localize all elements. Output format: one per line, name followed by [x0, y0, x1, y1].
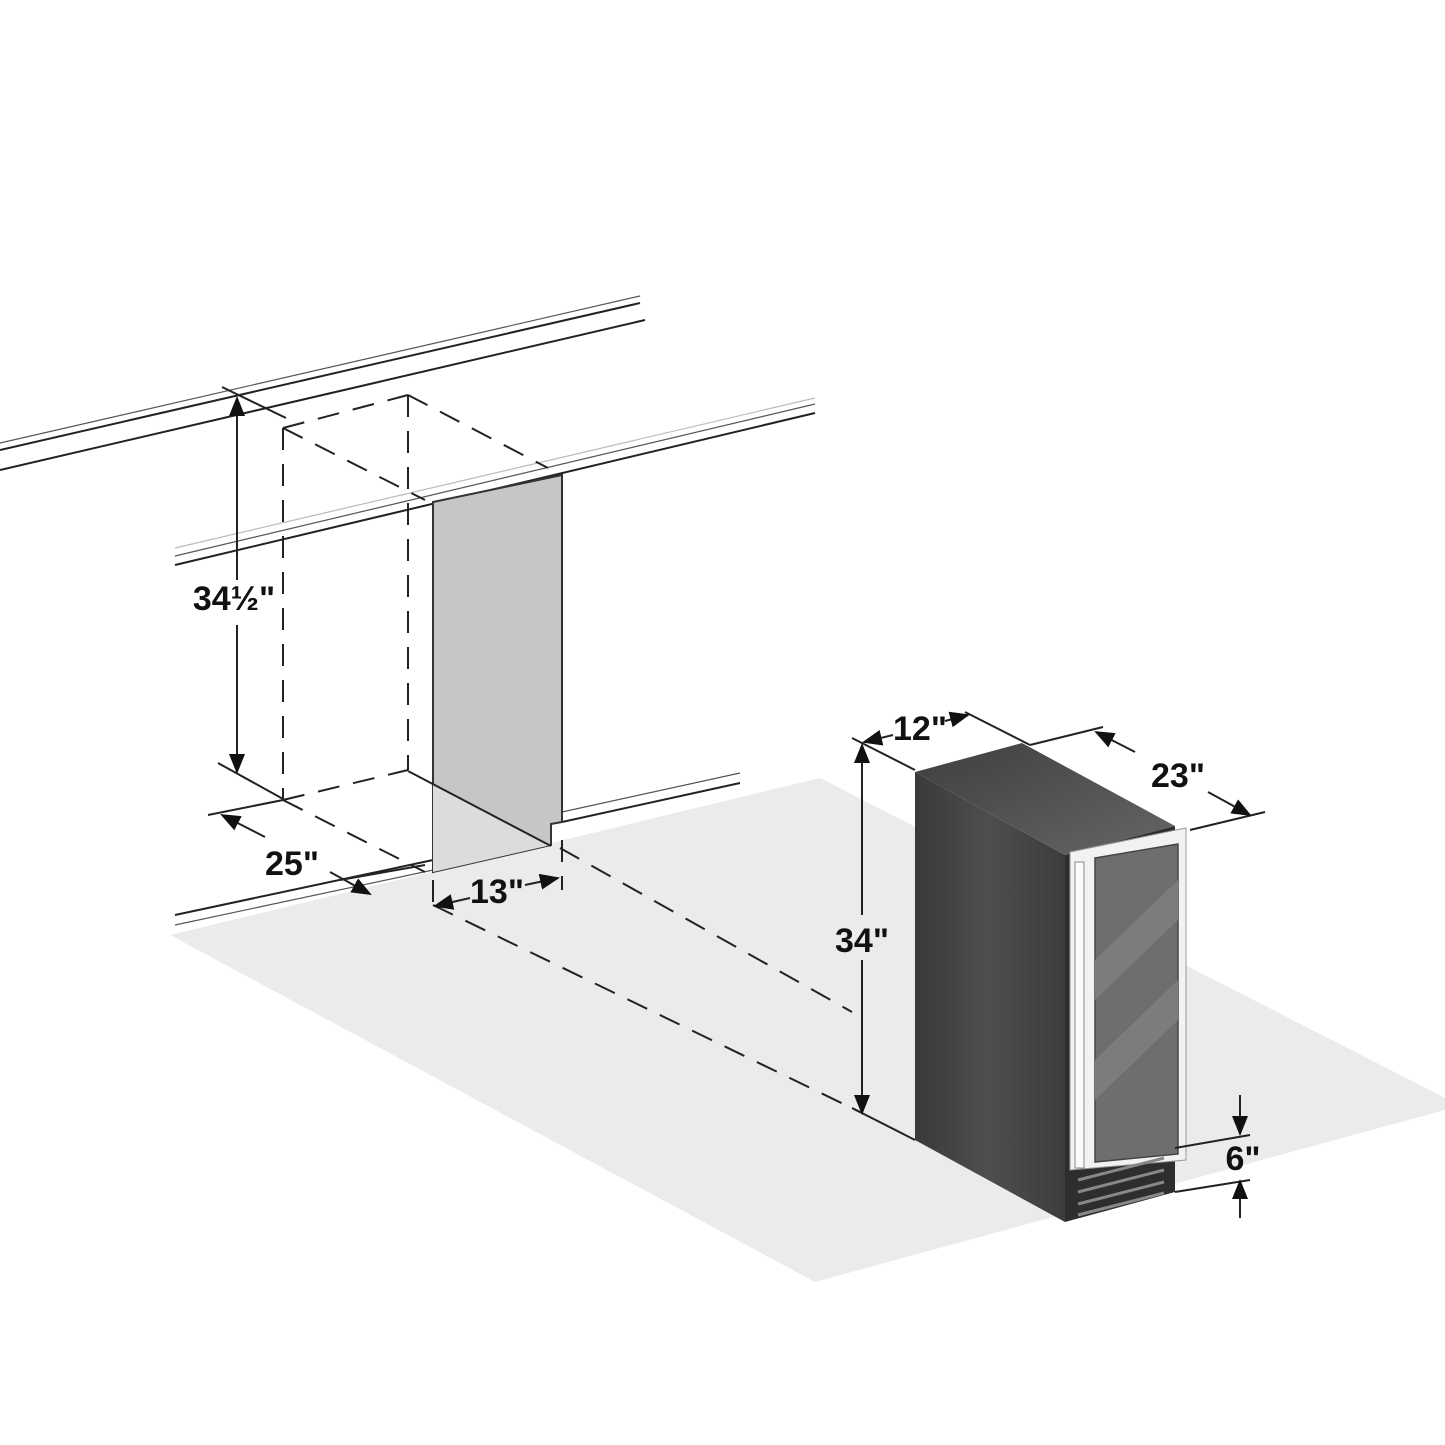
kick-height-dimension: 6": [1174, 1095, 1261, 1218]
unit-width-dimension: 12": [862, 710, 1031, 748]
cutout-height-dimension: 34½": [193, 386, 287, 801]
glass-reflection: [1095, 980, 1178, 1100]
cutout-width-dimension: 13": [433, 873, 560, 911]
cutout-depth-dimension: 25": [207, 799, 426, 895]
floor: [170, 778, 1445, 1282]
unit-height-dimension: 34": [835, 737, 916, 1141]
cutout-depth-label: 25": [265, 845, 319, 883]
unit-depth-dimension: 23": [1029, 726, 1266, 831]
unit-height-label: 34": [835, 922, 889, 960]
base-lines: [174, 772, 741, 926]
vent-grille: [1077, 1156, 1165, 1217]
cooler-side: [915, 772, 1065, 1222]
kick-height-label: 6": [1225, 1140, 1260, 1178]
cutout-outline: [282, 394, 861, 1113]
cutout-height-label: 34½": [193, 580, 275, 618]
unit-depth-label: 23": [1151, 757, 1205, 795]
upper-cabinet-lines: [0, 295, 646, 471]
glass-reflection: [1095, 880, 1178, 1000]
unit-width-label: 12": [893, 710, 947, 748]
side-panel-lower: [433, 785, 551, 872]
cutout-width-label: 13": [470, 873, 524, 911]
wine-cooler: [915, 743, 1187, 1222]
cooler-top: [915, 743, 1175, 855]
door-handle: [1074, 861, 1085, 1169]
